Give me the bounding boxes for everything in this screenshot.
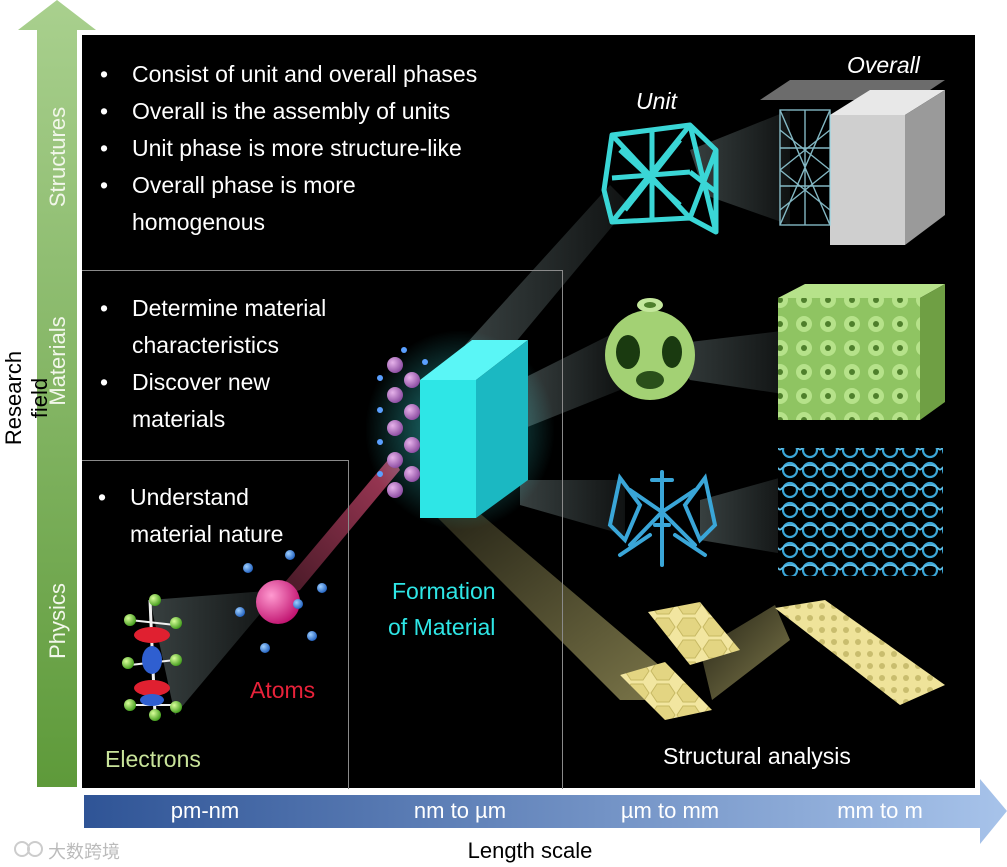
unit-label: Unit — [636, 88, 677, 115]
structures-bullet: Overall is the assembly of units — [132, 93, 558, 130]
materials-bullet: Discover new materials — [132, 364, 322, 438]
scale-mm-m: mm to m — [815, 798, 945, 824]
structures-bullet: Consist of unit and overall phases — [132, 56, 558, 93]
electrons-label: Electrons — [105, 746, 201, 773]
scale-nm-um: nm to µm — [395, 798, 525, 824]
green-block — [778, 284, 945, 420]
materials-bullets: Determine material characteristics Disco… — [98, 290, 378, 438]
level-structures: Structures — [45, 95, 71, 219]
formation-label-line1: Formation — [392, 578, 496, 605]
scale-um-mm: µm to mm — [600, 798, 740, 824]
x-axis-label: Length scale — [430, 838, 630, 864]
materials-bullet: Determine material characteristics — [132, 290, 378, 364]
scale-pm-nm: pm-nm — [150, 798, 260, 824]
level-physics: Physics — [45, 571, 71, 671]
physics-bullet: Understand material nature — [130, 479, 330, 553]
formation-label-line2: of Material — [388, 614, 495, 641]
watermark-text: 大数跨境 — [48, 838, 120, 864]
atoms-label: Atoms — [250, 677, 315, 704]
physics-bullets: Understand material nature — [96, 479, 326, 553]
structures-bullet: Overall phase is more homogenous — [132, 167, 432, 241]
blue-block — [778, 448, 943, 576]
watermark-logo — [15, 842, 42, 856]
structural-analysis-label: Structural analysis — [663, 743, 851, 770]
y-axis-label: Research field — [1, 333, 25, 463]
structures-bullet: Unit phase is more structure-like — [132, 130, 558, 167]
overall-label: Overall — [847, 52, 920, 79]
structures-bullets: Consist of unit and overall phases Overa… — [98, 56, 558, 241]
level-materials: Materials — [45, 311, 71, 411]
